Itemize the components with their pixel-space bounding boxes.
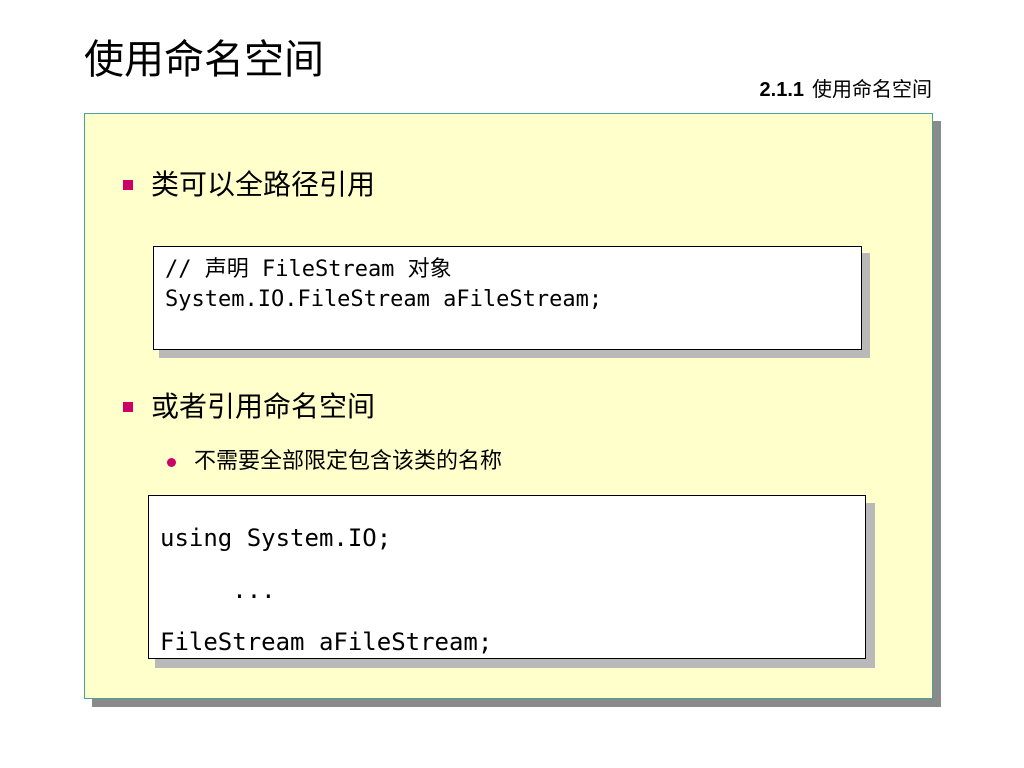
bullet-item-namespace: 或者引用命名空间	[123, 389, 375, 425]
section-title: 使用命名空间	[812, 77, 932, 101]
code-line: // 声明 FileStream 对象	[165, 257, 452, 282]
square-bullet-icon	[123, 402, 133, 412]
code-block-using: using System.IO; ... FileStream aFileStre…	[148, 495, 866, 659]
bullet-text: 或者引用命名空间	[151, 390, 376, 423]
section-tag: 2.1.1 使用命名空间	[760, 76, 932, 103]
page-title: 使用命名空间	[84, 37, 324, 83]
code-line: System.IO.FileStream aFileStream;	[165, 287, 603, 312]
code-line: using System.IO;	[160, 524, 392, 552]
code-line: ...	[160, 576, 276, 604]
bullet-text: 类可以全路径引用	[151, 168, 376, 201]
sub-bullet-item: 不需要全部限定包含该类的名称	[167, 447, 502, 477]
bullet-item-full-path: 类可以全路径引用	[123, 167, 375, 203]
square-bullet-icon	[123, 180, 133, 190]
dot-bullet-icon	[167, 457, 176, 467]
section-number: 2.1.1	[759, 79, 804, 101]
sub-bullet-text: 不需要全部限定包含该类的名称	[194, 449, 503, 474]
code-block-full-path: // 声明 FileStream 对象 System.IO.FileStream …	[153, 246, 862, 350]
code-line: FileStream aFileStream;	[160, 628, 493, 656]
